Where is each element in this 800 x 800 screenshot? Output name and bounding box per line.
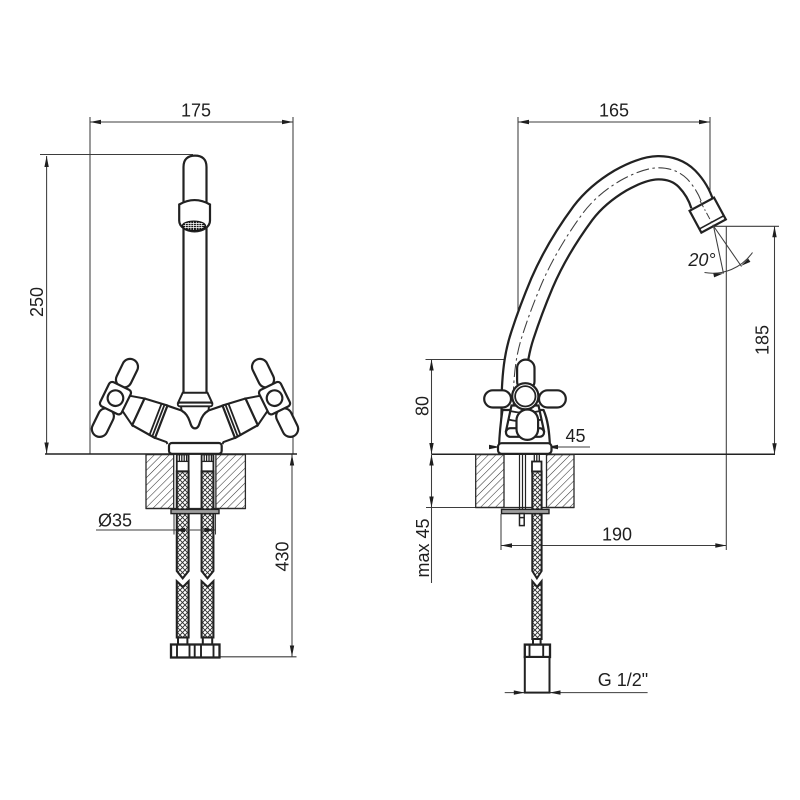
- svg-text:185: 185: [753, 325, 773, 355]
- svg-text:250: 250: [27, 287, 47, 317]
- svg-text:175: 175: [181, 101, 211, 121]
- svg-text:20°: 20°: [687, 250, 715, 270]
- svg-text:45: 45: [565, 426, 585, 446]
- svg-text:165: 165: [599, 101, 629, 121]
- svg-text:80: 80: [413, 396, 433, 416]
- svg-text:max 45: max 45: [413, 518, 433, 577]
- svg-text:430: 430: [273, 541, 293, 571]
- svg-text:190: 190: [602, 525, 632, 545]
- svg-text:Ø35: Ø35: [98, 511, 132, 531]
- svg-text:G 1/2": G 1/2": [598, 670, 648, 690]
